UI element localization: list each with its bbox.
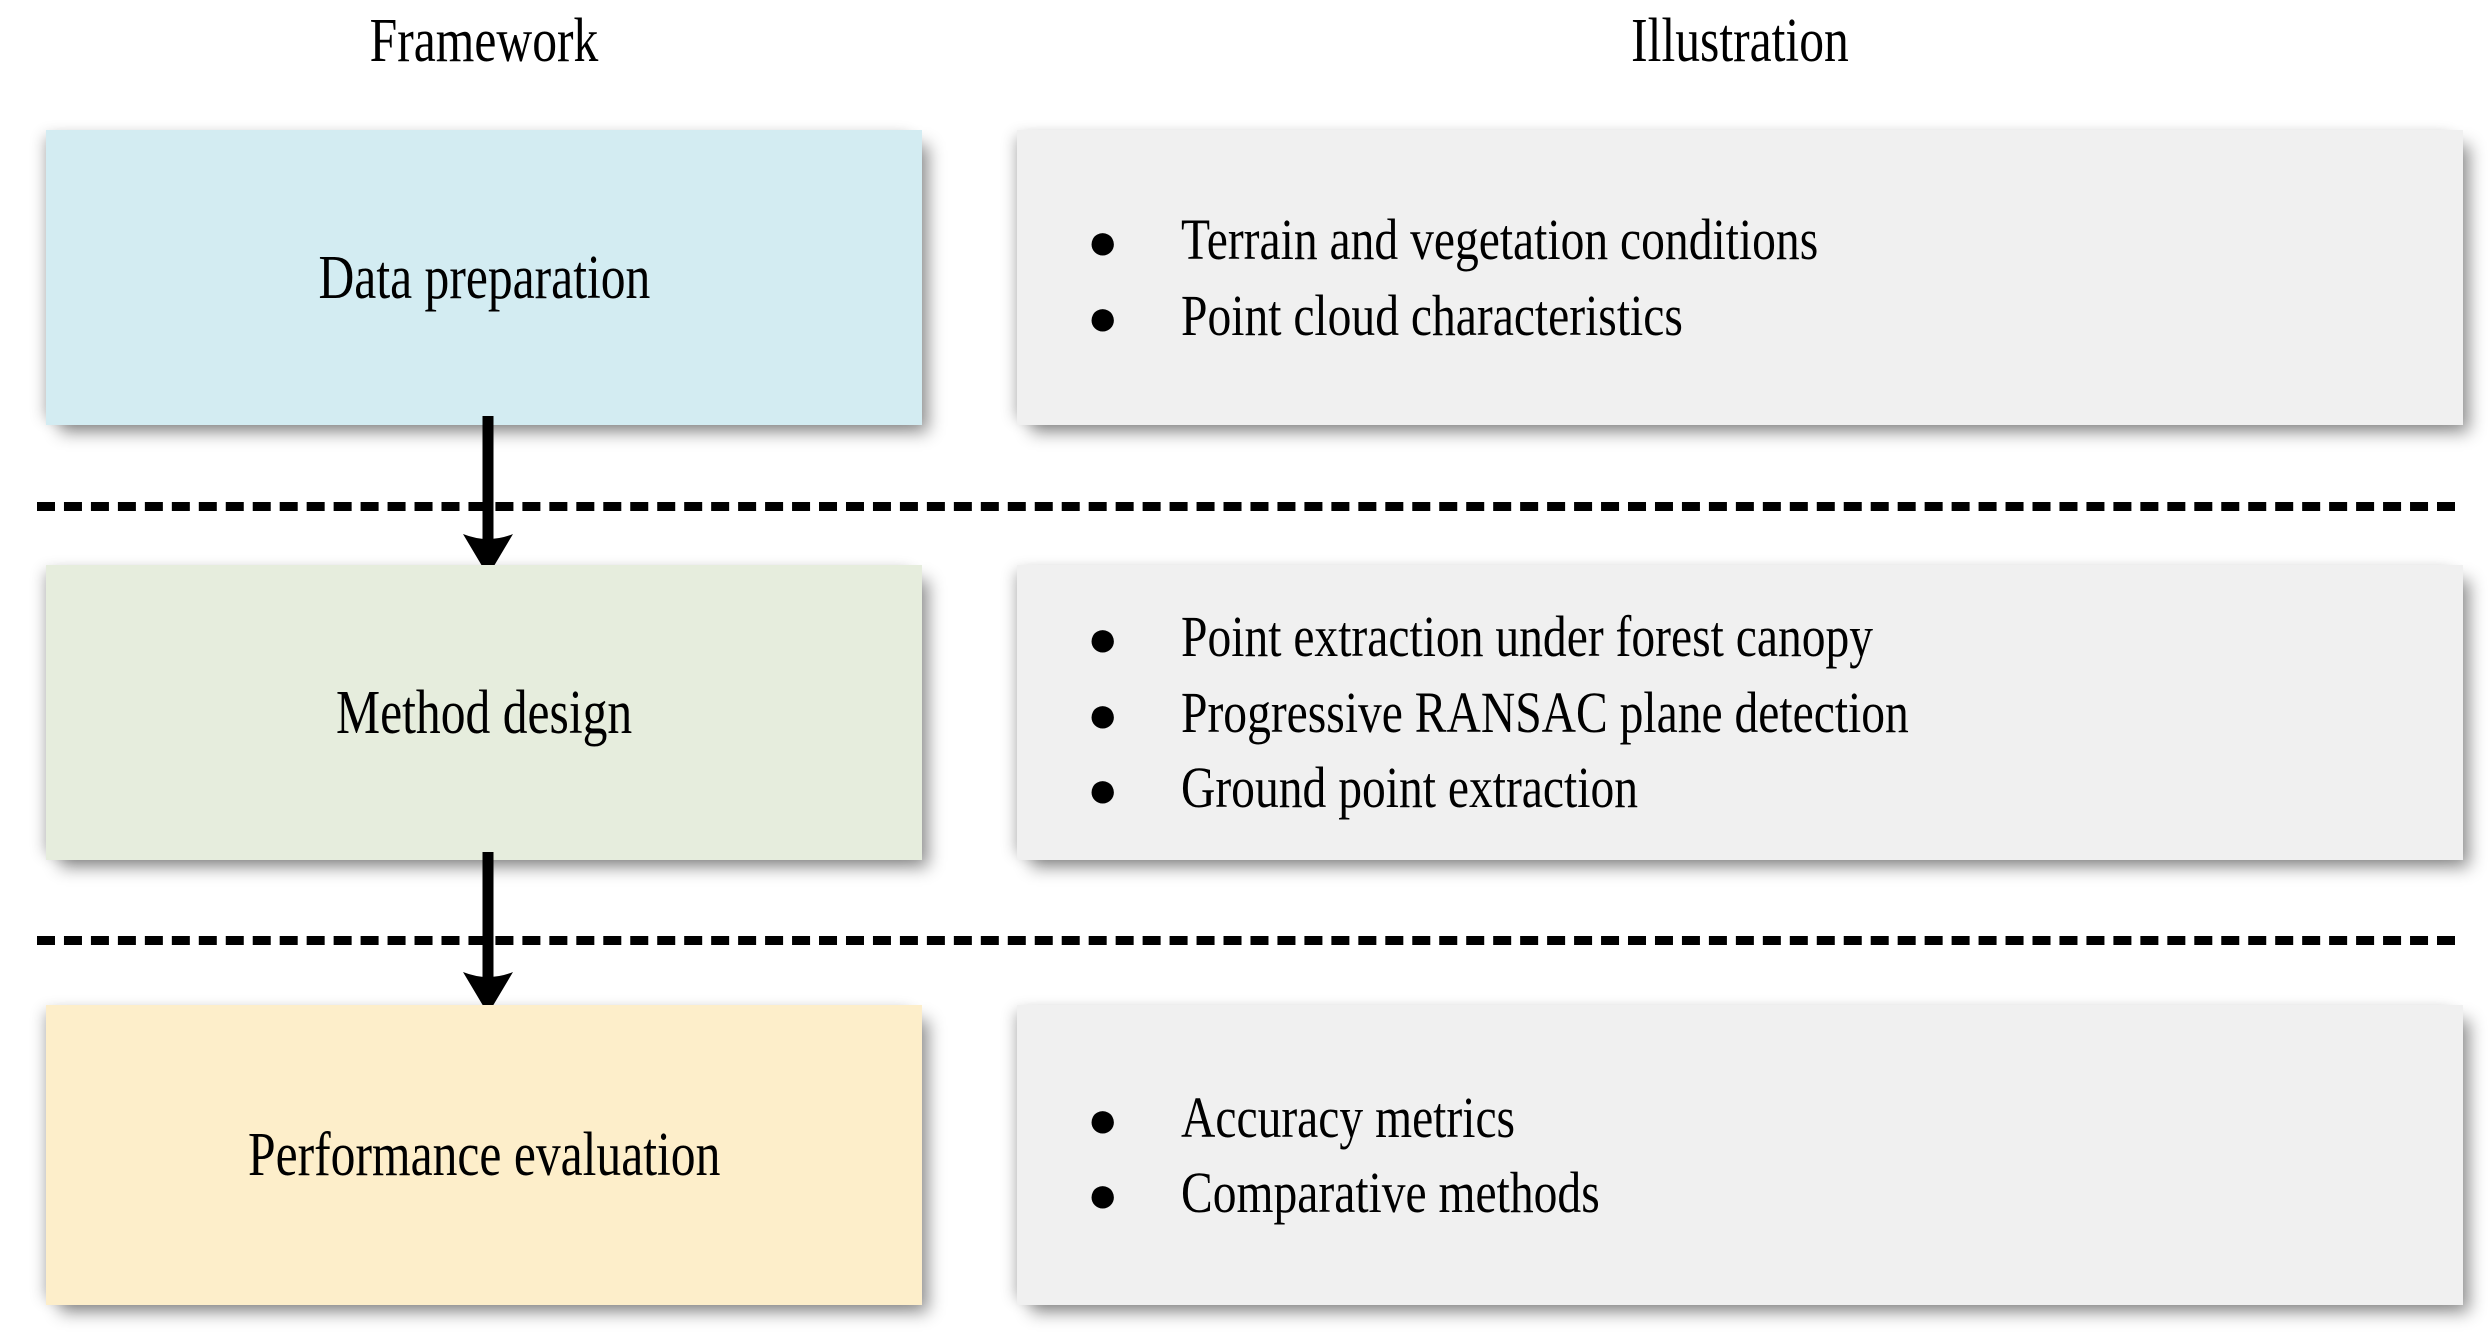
list-item-label: Point extraction under forest canopy: [1181, 604, 1874, 670]
bullet-icon: ●: [1087, 214, 1119, 272]
framework-column-header: Framework: [369, 7, 599, 75]
dashed-divider-2: [37, 936, 2455, 945]
bullet-list: ● Point extraction under forest canopy ●…: [1017, 599, 2463, 825]
bullet-list: ● Terrain and vegetation conditions ● Po…: [1017, 202, 2463, 353]
bullet-icon: ●: [1087, 1167, 1119, 1224]
bullet-icon: ●: [1087, 1091, 1119, 1149]
bullet-icon: ●: [1087, 686, 1119, 744]
illustration-column-header: Illustration: [1631, 7, 1849, 75]
illustration-box-performance-evaluation: ● Accuracy metrics ● Comparative methods: [1017, 1005, 2463, 1305]
list-item-label: Progressive RANSAC plane detection: [1181, 679, 1909, 745]
list-item: ● Comparative methods: [1087, 1155, 2463, 1230]
stage-label: Data preparation: [318, 243, 650, 312]
list-item: ● Accuracy metrics: [1087, 1080, 2463, 1155]
stage-box-method-design: Method design: [46, 565, 922, 860]
arrow-stage2-to-stage3-icon: [455, 852, 525, 1014]
stage-label: Method design: [335, 678, 633, 747]
list-item-label: Accuracy metrics: [1181, 1084, 1516, 1150]
illustration-box-data-preparation: ● Terrain and vegetation conditions ● Po…: [1017, 130, 2463, 425]
list-item-label: Terrain and vegetation conditions: [1181, 207, 1819, 273]
list-item: ● Terrain and vegetation conditions: [1087, 202, 2463, 277]
list-item: ● Point cloud characteristics: [1087, 278, 2463, 353]
list-item: ● Point extraction under forest canopy: [1087, 599, 2463, 674]
bullet-icon: ●: [1087, 762, 1119, 820]
dashed-divider-1: [37, 502, 2455, 511]
arrow-stage1-to-stage2-icon: [455, 416, 525, 576]
list-item-label: Comparative methods: [1181, 1160, 1600, 1225]
list-item: ● Ground point extraction: [1087, 750, 2463, 825]
bullet-icon: ●: [1087, 611, 1119, 669]
stage-box-data-preparation: Data preparation: [46, 130, 922, 425]
illustration-box-method-design: ● Point extraction under forest canopy ●…: [1017, 565, 2463, 860]
bullet-list: ● Accuracy metrics ● Comparative methods: [1017, 1080, 2463, 1231]
list-item-label: Ground point extraction: [1181, 755, 1639, 821]
bullet-icon: ●: [1087, 289, 1119, 347]
stage-box-performance-evaluation: Performance evaluation: [46, 1005, 922, 1305]
list-item: ● Progressive RANSAC plane detection: [1087, 675, 2463, 750]
list-item-label: Point cloud characteristics: [1181, 282, 1683, 348]
stage-label: Performance evaluation: [247, 1121, 721, 1189]
